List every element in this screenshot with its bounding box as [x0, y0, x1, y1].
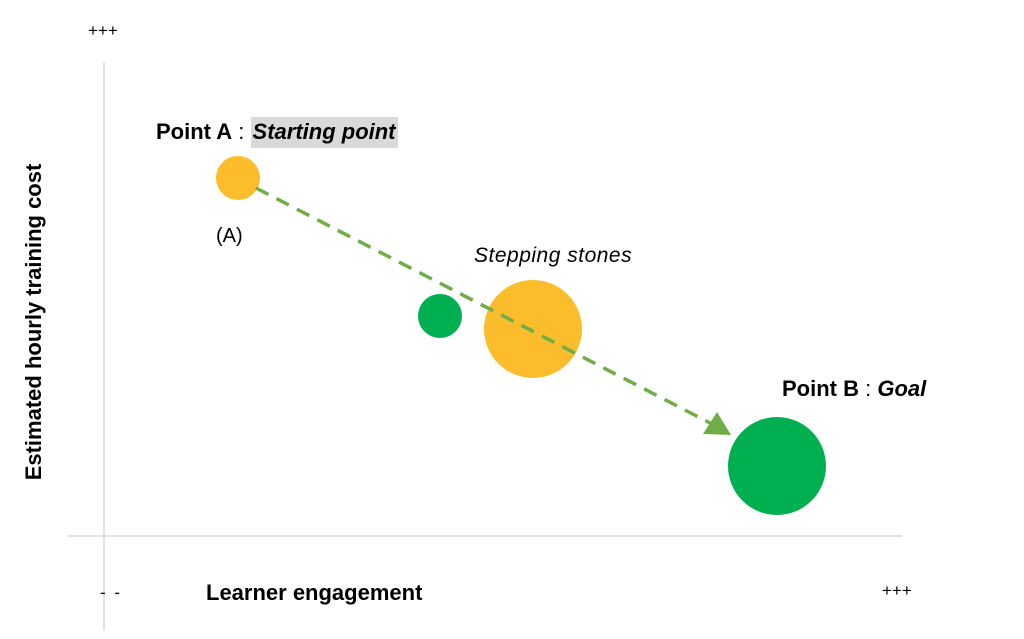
- x-axis-title: Learner engagement: [206, 580, 423, 605]
- stepping-stone-green-bubble: [418, 294, 462, 338]
- point-a-label: Point A : Starting point: [156, 117, 398, 148]
- point-b-label: Point B : Goal: [782, 378, 926, 400]
- point-b-bubble: [728, 417, 826, 515]
- point-a-name: Point A: [156, 119, 233, 144]
- progress-arrowhead-icon: [703, 412, 731, 435]
- point-b-separator: :: [859, 376, 878, 401]
- point-a-tag: (A): [216, 225, 243, 247]
- progress-arrow-line: [255, 186, 713, 426]
- point-b-name: Point B: [782, 376, 859, 401]
- x-axis-low-label: - -: [100, 583, 123, 602]
- point-a-separator: :: [232, 119, 251, 144]
- point-b-description: Goal: [877, 376, 927, 401]
- y-axis-high-label: +++: [88, 21, 118, 40]
- stepping-stone-orange-bubble: [484, 280, 582, 378]
- stepping-stones-label: Stepping stones: [474, 244, 633, 267]
- x-axis-high-label: +++: [882, 581, 912, 600]
- point-a-description: Starting point: [250, 117, 398, 148]
- point-a-bubble: [216, 156, 260, 200]
- y-axis-title: Estimated hourly training cost: [21, 163, 46, 481]
